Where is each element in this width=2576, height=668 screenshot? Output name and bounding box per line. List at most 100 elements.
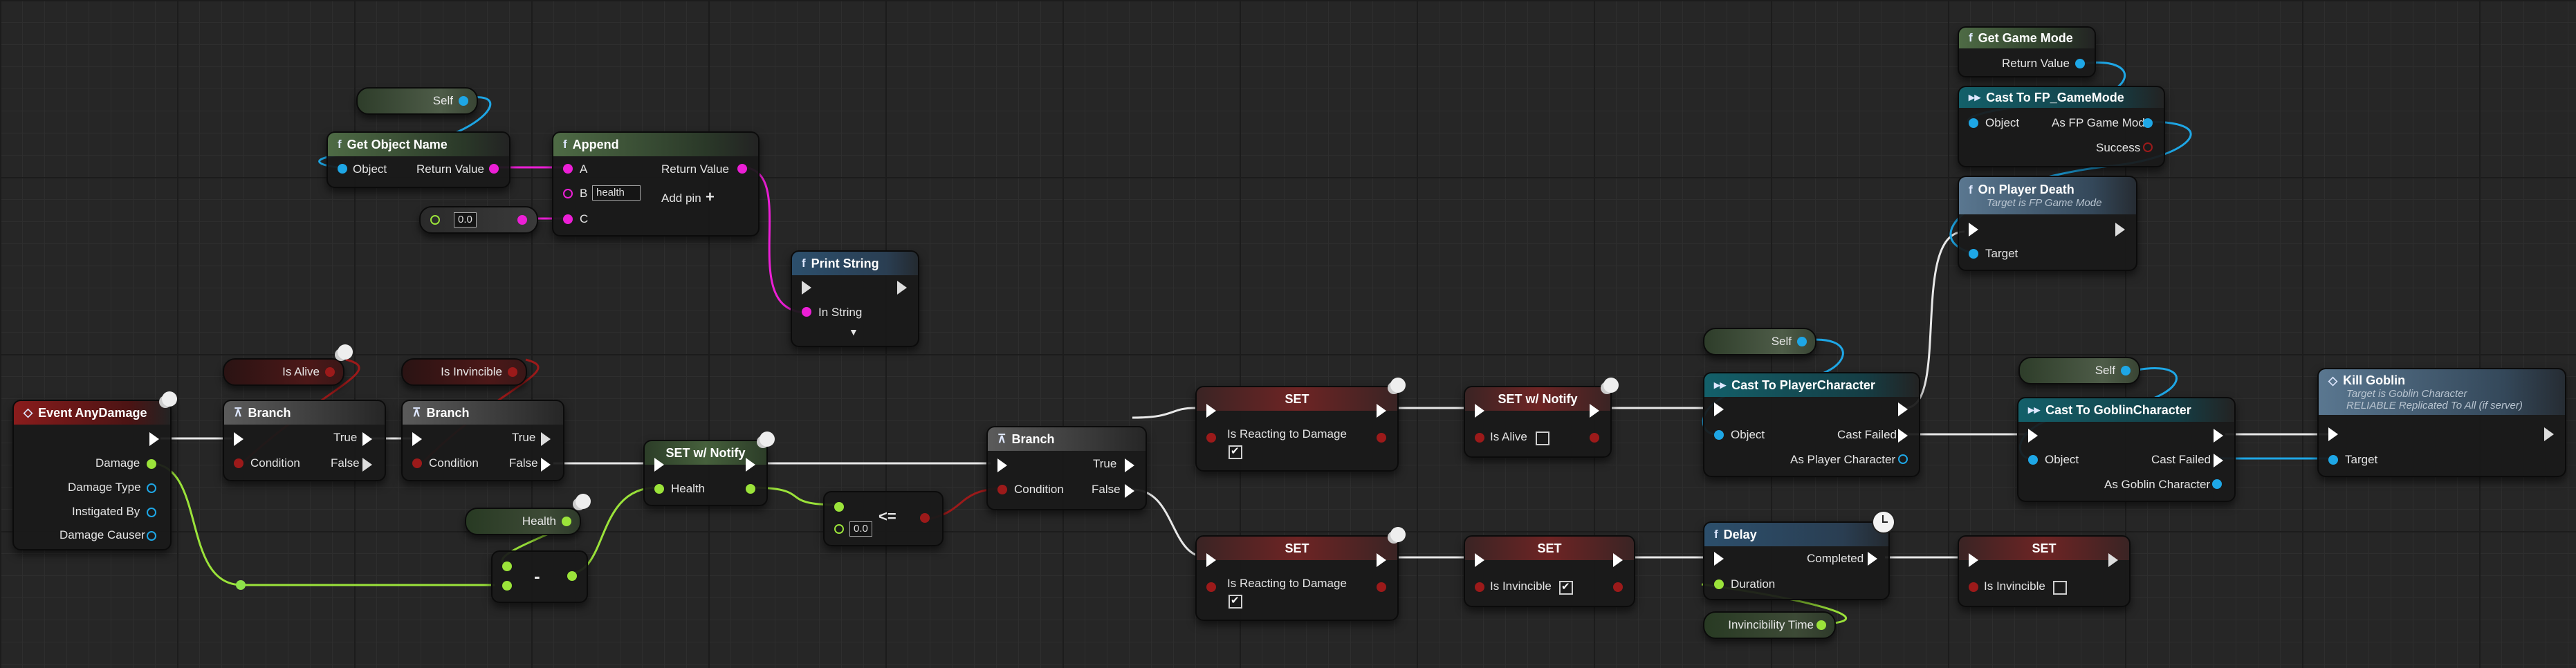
b-input-pin[interactable] [563,189,573,198]
object-input-pin[interactable] [2028,455,2038,465]
get-game-mode-node[interactable]: f Get Game Mode Return Value [1958,26,2096,77]
exec-out-pin[interactable] [746,458,755,472]
exec-in-pin[interactable] [1206,553,1216,567]
reroute-knot[interactable] [236,580,246,590]
float-output-pin[interactable] [517,215,527,225]
duration-input-pin[interactable] [1714,579,1724,589]
health-variable-node[interactable]: Health [465,508,581,535]
health-input-pin[interactable] [654,484,664,494]
health-output-pin[interactable] [746,484,755,494]
result-output-pin[interactable] [920,513,930,523]
true-exec-pin[interactable] [1125,458,1134,472]
exec-out-pin[interactable] [1613,553,1623,567]
false-exec-pin[interactable] [1125,484,1134,498]
value-checkbox[interactable] [2053,581,2067,595]
is-invincible-variable-node[interactable]: Is Invincible [401,358,527,386]
subtract-node[interactable]: - [491,550,588,603]
c-input-pin[interactable] [563,214,573,224]
exec-in-pin[interactable] [1475,404,1484,418]
exec-out-pin[interactable] [149,432,159,446]
print-string-node[interactable]: f Print String In String ▼ [791,250,919,347]
cast-failed-exec-pin[interactable] [1898,429,1908,443]
true-exec-pin[interactable] [541,432,551,446]
exec-out-pin[interactable] [897,281,907,295]
add-pin-label[interactable]: Add pin [661,192,701,205]
object-input-pin[interactable] [1969,118,1978,128]
completed-exec-pin[interactable] [1868,552,1877,566]
true-exec-pin[interactable] [362,432,372,446]
exec-out-pin[interactable] [2214,429,2223,443]
branch-3-node[interactable]: ⊼ Branch True Condition False [986,426,1147,510]
value-checkbox[interactable] [1536,432,1549,445]
set-reacting-to-damage-node-2[interactable]: SET Is Reacting to Damage [1195,527,1406,621]
get-object-name-node[interactable]: f Get Object Name Object Return Value [326,131,510,188]
bool-output-pin[interactable] [1613,582,1623,592]
value-checkbox[interactable] [1229,594,1242,609]
target-input-pin[interactable] [1969,249,1978,259]
target-input-pin[interactable] [2328,455,2338,465]
exec-out-pin[interactable] [2115,223,2125,236]
result-output-pin[interactable] [567,571,577,581]
branch-1-node[interactable]: ⊼ Branch True Condition False [223,400,386,481]
return-value-pin[interactable] [2075,59,2085,68]
as-fp-game-mode-pin[interactable] [2143,118,2153,128]
return-value-pin[interactable] [737,164,747,174]
exec-in-pin[interactable] [2028,429,2038,443]
float-value-box[interactable]: 0.0 [454,212,477,228]
branch-2-node[interactable]: ⊼ Branch True Condition False [401,400,564,481]
bool-output-pin[interactable] [1590,433,1599,443]
cast-failed-exec-pin[interactable] [2214,454,2223,467]
bool-output-pin[interactable] [1377,433,1386,443]
less-equal-node[interactable]: 0.0 <= [823,491,944,546]
condition-input-pin[interactable] [997,485,1007,494]
exec-in-pin[interactable] [234,432,243,446]
bool-output-pin[interactable] [1377,582,1386,592]
value-checkbox[interactable] [1229,445,1242,459]
self-output-pin[interactable] [1797,337,1807,346]
exec-out-pin[interactable] [1377,553,1386,567]
exec-in-pin[interactable] [2328,427,2338,441]
is-alive-output-pin[interactable] [325,367,335,377]
exec-in-pin[interactable] [1475,553,1484,567]
exec-out-pin[interactable] [2544,427,2554,441]
return-value-pin[interactable] [489,164,499,174]
object-input-pin[interactable] [1714,430,1724,440]
self-reference-node[interactable]: Self [356,87,478,115]
exec-out-pin[interactable] [1898,402,1908,416]
condition-input-pin[interactable] [234,458,243,468]
set-health-notify-node[interactable]: SET w/ Notify Health [643,432,775,506]
bool-input-pin[interactable] [1475,433,1484,443]
damage-causer-pin[interactable] [147,531,156,541]
exec-in-pin[interactable] [412,432,422,446]
damage-output-pin[interactable] [147,459,156,469]
float-literal-node[interactable]: 0.0 [419,206,538,234]
self-reference-node[interactable]: Self [1703,328,1816,355]
b-input-pin[interactable] [502,581,512,591]
as-goblin-character-pin[interactable] [2212,479,2222,489]
set-is-invincible-node-1[interactable]: SET Is Invincible [1464,535,1635,607]
append-node[interactable]: f Append A Return Value B health Add pin… [552,131,760,236]
invincibility-time-variable-node[interactable]: Invincibility Time [1703,611,1836,639]
bool-input-pin[interactable] [1475,582,1484,592]
set-reacting-to-damage-node-1[interactable]: SET Is Reacting to Damage [1195,378,1406,472]
add-pin-icon[interactable]: + [706,188,715,205]
is-alive-variable-node[interactable]: Is Alive [223,358,344,386]
set-is-alive-notify-node[interactable]: SET w/ Notify Is Alive [1464,378,1619,458]
damage-type-pin[interactable] [147,483,156,493]
cast-to-goblin-character-node[interactable]: ▸▸ Cast To GoblinCharacter Object Cast F… [2017,397,2236,502]
a-input-pin[interactable] [563,164,573,174]
bool-input-pin[interactable] [1969,582,1978,592]
exec-in-pin[interactable] [802,281,811,295]
health-output-pin[interactable] [562,517,571,526]
a-input-pin[interactable] [834,502,844,512]
exec-in-pin[interactable] [1969,553,1978,567]
exec-out-pin[interactable] [1377,404,1386,418]
success-pin[interactable] [2143,142,2153,152]
exec-out-pin[interactable] [2108,553,2118,567]
instigated-by-pin[interactable] [147,508,156,517]
exec-in-pin[interactable] [1714,402,1724,416]
expand-icon[interactable]: ▼ [849,326,858,337]
object-input-pin[interactable] [338,164,347,174]
